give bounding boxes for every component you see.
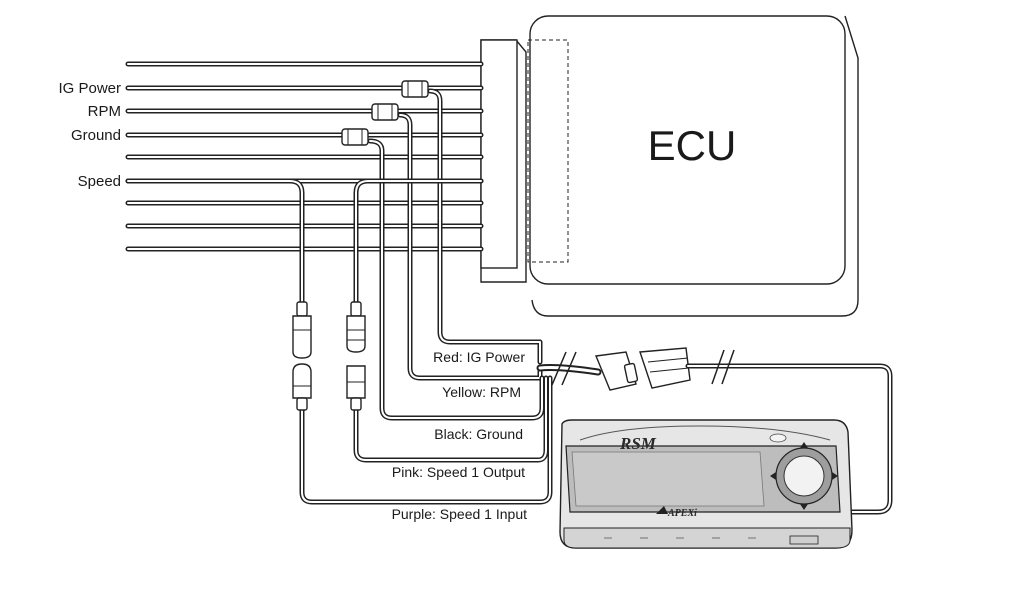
wire-label-yellow: Yellow: RPM xyxy=(442,384,521,400)
meter-brand-text: APEXi xyxy=(667,508,697,519)
wire-label-purple: Purple: Speed 1 Input xyxy=(392,506,528,522)
inline-plug-connector xyxy=(595,347,691,391)
label-speed: Speed xyxy=(78,173,121,190)
label-rpm: RPM xyxy=(88,103,121,120)
meter-brand: APEXi xyxy=(656,506,697,519)
tap-connector-ground xyxy=(341,128,369,146)
meter-dial-button[interactable] xyxy=(770,442,838,510)
ecu-unit: ECU xyxy=(480,15,859,317)
label-ground: Ground xyxy=(71,127,121,144)
wire-red-ig-power xyxy=(427,88,543,365)
rsm-meter-device: RSM APEXi xyxy=(559,419,853,549)
wire-black-ground xyxy=(367,138,545,421)
meter-model-logo: RSM xyxy=(619,434,657,453)
tap-connector-rpm xyxy=(371,103,399,121)
meter-cable xyxy=(685,349,893,515)
tap-connector-ig-power xyxy=(401,80,429,98)
wire-pink-speed-output xyxy=(353,178,549,463)
wire-label-red: Red: IG Power xyxy=(433,349,525,365)
bullet-connector-speed-input xyxy=(292,301,312,411)
wire-purple-speed-input xyxy=(125,178,553,505)
ecu-label: ECU xyxy=(648,122,737,169)
bullet-connector-speed-output xyxy=(346,301,366,411)
meter-wire-bundle xyxy=(536,351,602,386)
wire-yellow-rpm xyxy=(397,112,543,381)
label-ig-power: IG Power xyxy=(58,80,121,97)
wire-label-black: Black: Ground xyxy=(434,426,523,442)
wire-label-pink: Pink: Speed 1 Output xyxy=(392,464,525,480)
